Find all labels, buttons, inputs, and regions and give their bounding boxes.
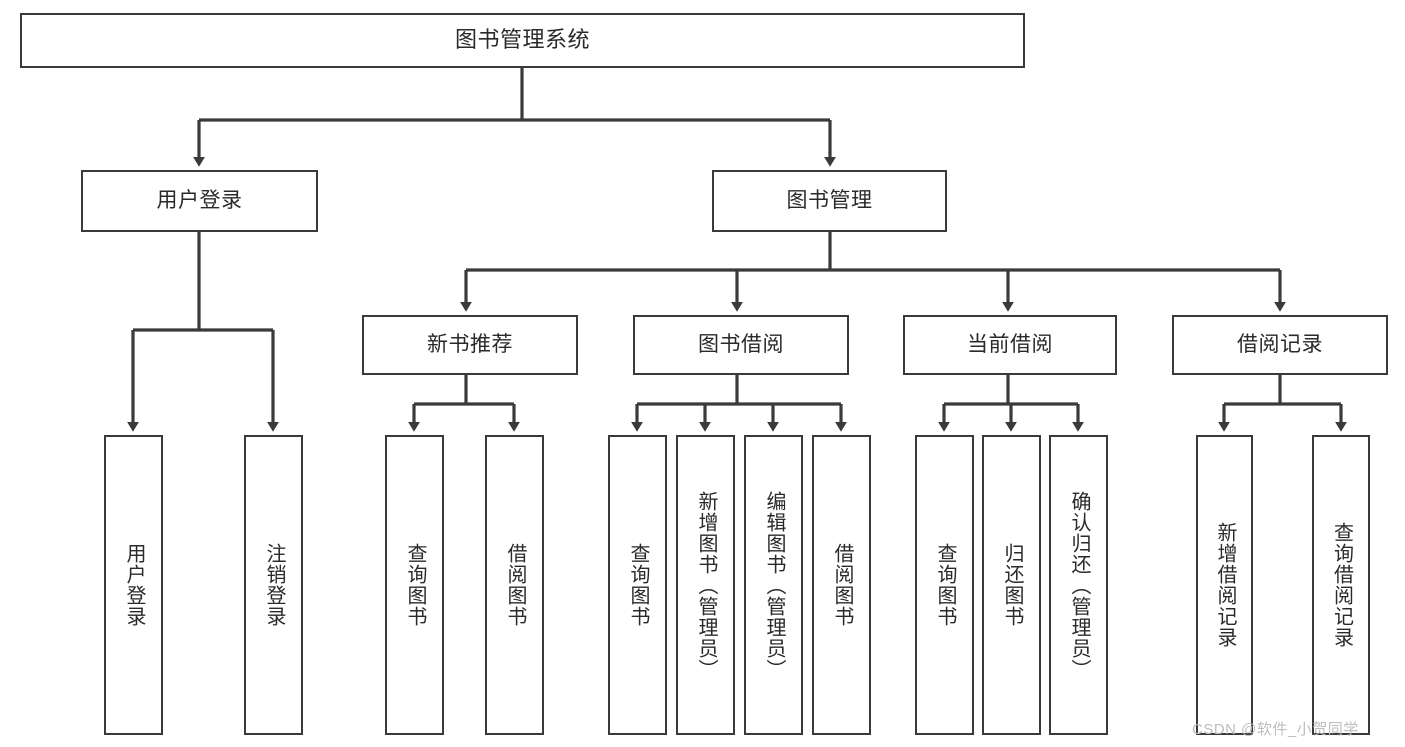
node-label: 图书管理 (786, 189, 873, 213)
node-book-borrow[interactable]: 图书借阅 (633, 315, 849, 375)
node-current-borrow[interactable]: 当前借阅 (903, 315, 1117, 375)
leaf-label: 查询图书 (627, 543, 649, 627)
edges-newbook-to-leaves (408, 375, 520, 432)
leaf-edit-book-admin[interactable]: 编辑图书（管理员） (744, 435, 803, 735)
leaf-query-book-recommend[interactable]: 查询图书 (385, 435, 444, 735)
node-new-book-recommend[interactable]: 新书推荐 (362, 315, 578, 375)
leaf-query-book-current[interactable]: 查询图书 (915, 435, 974, 735)
node-label: 当前借阅 (967, 333, 1053, 357)
edges-level2-to-level3 (460, 232, 1286, 312)
leaf-label: 查询借阅记录 (1330, 522, 1353, 648)
leaf-label: 借阅图书 (831, 543, 853, 627)
leaf-query-book-borrow[interactable]: 查询图书 (608, 435, 667, 735)
leaf-label: 新增借阅记录 (1214, 522, 1236, 648)
leaf-query-borrow-record[interactable]: 查询借阅记录 (1312, 435, 1370, 735)
leaf-return-book[interactable]: 归还图书 (982, 435, 1041, 735)
node-root-system[interactable]: 图书管理系统 (20, 13, 1025, 68)
leaf-label: 新增图书（管理员） (695, 490, 717, 680)
node-label: 图书管理系统 (454, 27, 590, 53)
leaf-label: 借阅图书 (504, 543, 526, 627)
edges-records-to-leaves (1218, 375, 1347, 432)
node-borrow-records[interactable]: 借阅记录 (1172, 315, 1388, 375)
leaf-add-book-admin[interactable]: 新增图书（管理员） (676, 435, 735, 735)
node-user-login[interactable]: 用户登录 (81, 170, 318, 232)
leaf-label: 编辑图书（管理员） (763, 490, 785, 680)
edges-root-to-level2 (193, 68, 836, 167)
leaf-label: 查询图书 (934, 543, 956, 627)
leaf-add-borrow-record[interactable]: 新增借阅记录 (1196, 435, 1253, 735)
edges-userlogin-to-leaves (127, 232, 279, 432)
leaf-borrow-book-recommend[interactable]: 借阅图书 (485, 435, 544, 735)
node-label: 借阅记录 (1237, 333, 1323, 357)
node-book-management[interactable]: 图书管理 (712, 170, 947, 232)
node-label: 用户登录 (156, 189, 243, 213)
leaf-borrow-book[interactable]: 借阅图书 (812, 435, 871, 735)
leaf-label: 用户登录 (123, 543, 145, 627)
leaf-user-login[interactable]: 用户登录 (104, 435, 163, 735)
leaf-label: 确认归还（管理员） (1068, 490, 1090, 680)
leaf-label: 注销登录 (263, 543, 285, 627)
edges-borrow-to-leaves (631, 375, 847, 432)
leaf-label: 查询图书 (404, 543, 426, 627)
node-label: 图书借阅 (698, 333, 784, 357)
leaf-label: 归还图书 (1001, 543, 1023, 627)
leaf-logout[interactable]: 注销登录 (244, 435, 303, 735)
leaf-confirm-return-admin[interactable]: 确认归还（管理员） (1049, 435, 1108, 735)
edges-current-to-leaves (938, 375, 1084, 432)
node-label: 新书推荐 (427, 333, 513, 357)
